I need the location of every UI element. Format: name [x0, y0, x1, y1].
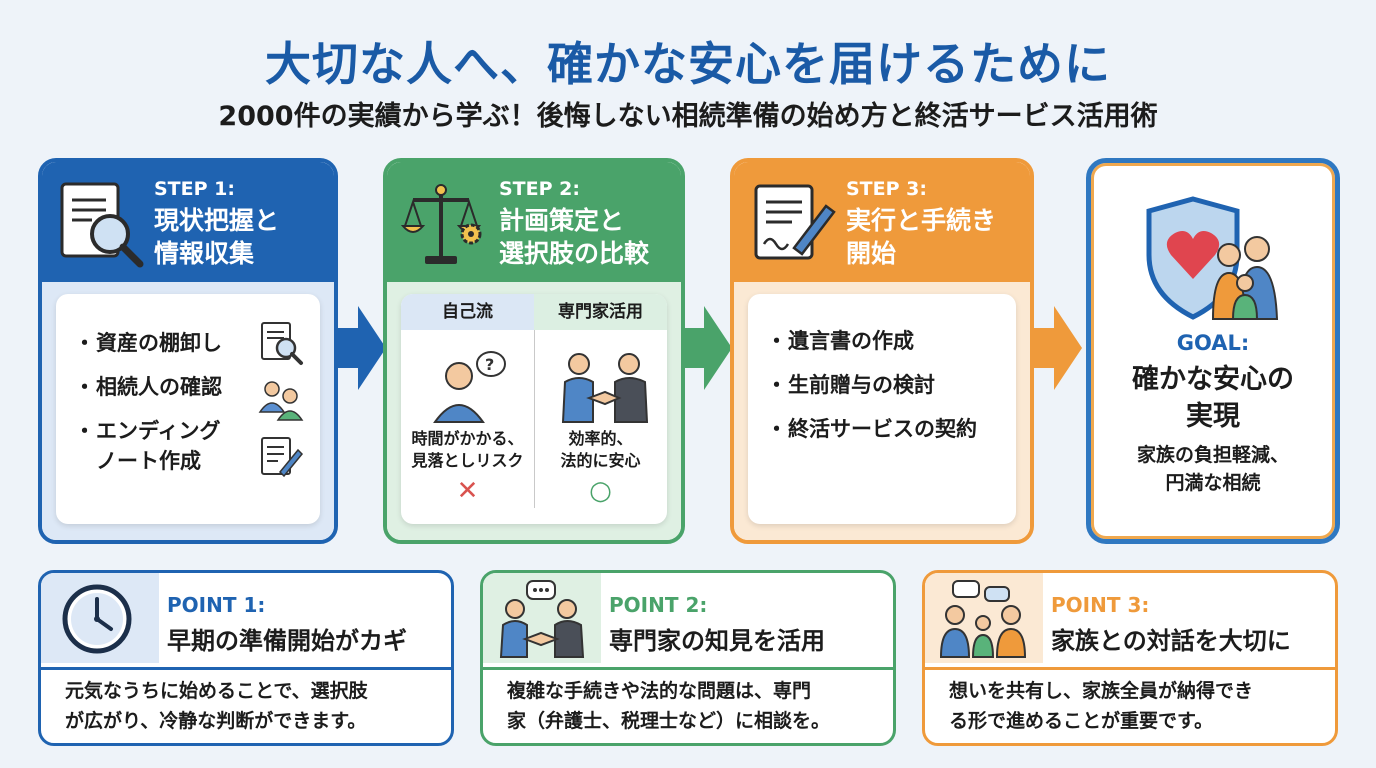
family-chat-icon — [939, 580, 1027, 658]
list-item: 生前贈与の検討 — [766, 370, 977, 400]
circle-mark-icon: ○ — [589, 476, 612, 506]
step-1-label: STEP 1: — [154, 178, 235, 200]
arrow-right-icon — [1032, 306, 1082, 390]
goal-name: 確かな安心の 実現 — [1132, 364, 1294, 432]
point-3-title: 家族との対話を大切に — [1051, 627, 1291, 655]
step-1-header: STEP 1: 現状把握と 情報収集 — [42, 162, 334, 282]
handshake-chat-icon — [499, 580, 585, 658]
document-search-icon — [261, 322, 303, 365]
arrow-right-icon — [682, 306, 732, 390]
step-3-header: STEP 3: 実行と手続き 開始 — [734, 162, 1030, 282]
note-pen-icon — [261, 437, 304, 478]
arrow-right-icon — [336, 306, 386, 390]
goal-label: GOAL: — [1176, 331, 1250, 355]
point-2-title: 専門家の知見を活用 — [609, 627, 825, 655]
point-1-icon-tab — [41, 573, 159, 663]
document-search-icon — [60, 182, 144, 268]
page-subtitle: 2000件の実績から学ぶ！後悔しない相続準備の始め方と終活サービス活用術 — [218, 101, 1158, 132]
point-3-description: 想いを共有し、家族全員が納得でき る形で進めることが重要です。 — [925, 667, 1335, 742]
contract-pen-icon — [754, 184, 836, 260]
step-2-card: STEP 2: 計画策定と 選択肢の比較 自己流 専門家活用 ? 時間がかかる、… — [383, 158, 685, 544]
step-3-card: STEP 3: 実行と手続き 開始 遺言書の作成 生前贈与の検討 終活サービスの… — [730, 158, 1034, 544]
step-2-label: STEP 2: — [499, 178, 580, 200]
list-item: エンディング — [74, 416, 222, 446]
point-2-description: 複雑な手続きや法的な問題は、専門 家（弁護士、税理士など）に相談を。 — [483, 667, 893, 742]
point-1-label: POINT 1: — [167, 593, 266, 617]
step-1-name-line2: 情報収集 — [154, 239, 255, 268]
cross-mark-icon: ✕ — [456, 476, 479, 506]
comparison-header-expert: 専門家活用 — [534, 294, 667, 330]
point-3-icon-tab — [925, 573, 1043, 663]
point-1-description: 元気なうちに始めることで、選択肢 が広がり、冷静な判断ができます。 — [41, 667, 451, 742]
step-1-card: STEP 1: 現状把握と 情報収集 資産の棚卸し 相続人の確認 エンディング … — [38, 158, 338, 544]
step-1-name-line1: 現状把握と — [154, 206, 280, 235]
clock-icon — [62, 584, 132, 654]
comparison-table: 自己流 専門家活用 ? 時間がかかる、 見落としリスク 効率的、 法的に安心 ✕… — [401, 294, 667, 524]
handshake-icon — [561, 353, 649, 423]
point-1-card: POINT 1: 早期の準備開始がカギ 元気なうちに始めることで、選択肢 が広が… — [38, 570, 454, 746]
svg-text:?: ? — [485, 355, 494, 374]
point-3-label: POINT 3: — [1051, 593, 1150, 617]
step-2-name-line1: 計画策定と — [499, 206, 625, 235]
thinking-person-icon: ? — [433, 351, 506, 423]
step-3-name-line1: 実行と手続き — [846, 206, 997, 235]
point-3-card: POINT 3: 家族との対話を大切に 想いを共有し、家族全員が納得でき る形で… — [922, 570, 1338, 746]
point-2-card: POINT 2: 専門家の知見を活用 複雑な手続きや法的な問題は、専門 家（弁護… — [480, 570, 896, 746]
scale-gear-icon — [401, 184, 482, 264]
list-item: 終活サービスの契約 — [766, 414, 977, 444]
step-3-label: STEP 3: — [846, 178, 927, 200]
point-2-label: POINT 2: — [609, 593, 708, 617]
page-title: 大切な人へ、確かな安心を届けるために — [265, 37, 1111, 91]
step-3-name-line2: 開始 — [846, 239, 897, 268]
step-1-body: 資産の棚卸し 相続人の確認 エンディング ノート作成 — [56, 294, 320, 524]
point-1-title: 早期の準備開始がカギ — [167, 627, 407, 655]
list-item: 資産の棚卸し — [74, 328, 222, 358]
shield-heart-family-icon — [1146, 196, 1279, 320]
comparison-divider — [534, 330, 535, 508]
list-item: 遺言書の作成 — [766, 326, 977, 356]
goal-description: 家族の負担軽減、 円満な相続 — [1136, 444, 1289, 494]
list-item: 相続人の確認 — [74, 372, 222, 402]
step-3-body: 遺言書の作成 生前贈与の検討 終活サービスの契約 — [748, 294, 1016, 524]
list-item-continued: ノート作成 — [96, 449, 201, 473]
goal-card: GOAL: 確かな安心の 実現 家族の負担軽減、 円満な相続 — [1086, 158, 1340, 544]
step-2-name-line2: 選択肢の比較 — [499, 239, 650, 268]
comparison-expert-text: 効率的、 法的に安心 — [560, 429, 641, 470]
comparison-header-self: 自己流 — [401, 294, 534, 330]
point-2-icon-tab — [483, 573, 601, 663]
step-2-header: STEP 2: 計画策定と 選択肢の比較 — [387, 162, 681, 282]
comparison-self-text: 時間がかかる、 見落としリスク — [411, 429, 524, 470]
people-icon — [258, 381, 304, 421]
